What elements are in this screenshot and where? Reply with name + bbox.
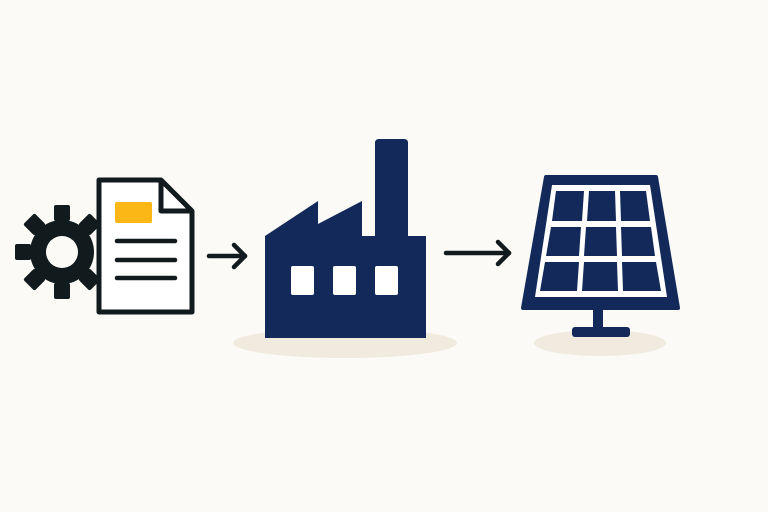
arrow-right-icon (206, 242, 248, 270)
document-icon (96, 177, 195, 315)
solar-shadow (534, 330, 666, 356)
factory-window (333, 266, 356, 295)
factory-window (375, 266, 398, 295)
arrow-right-icon (443, 239, 512, 267)
solar-panel-icon (521, 175, 680, 337)
gear-icon (15, 205, 101, 299)
factory-window (291, 266, 314, 295)
document-highlight (115, 202, 152, 223)
document-lines (114, 238, 178, 281)
solar-cells (540, 191, 661, 291)
factory-icon (265, 139, 426, 338)
